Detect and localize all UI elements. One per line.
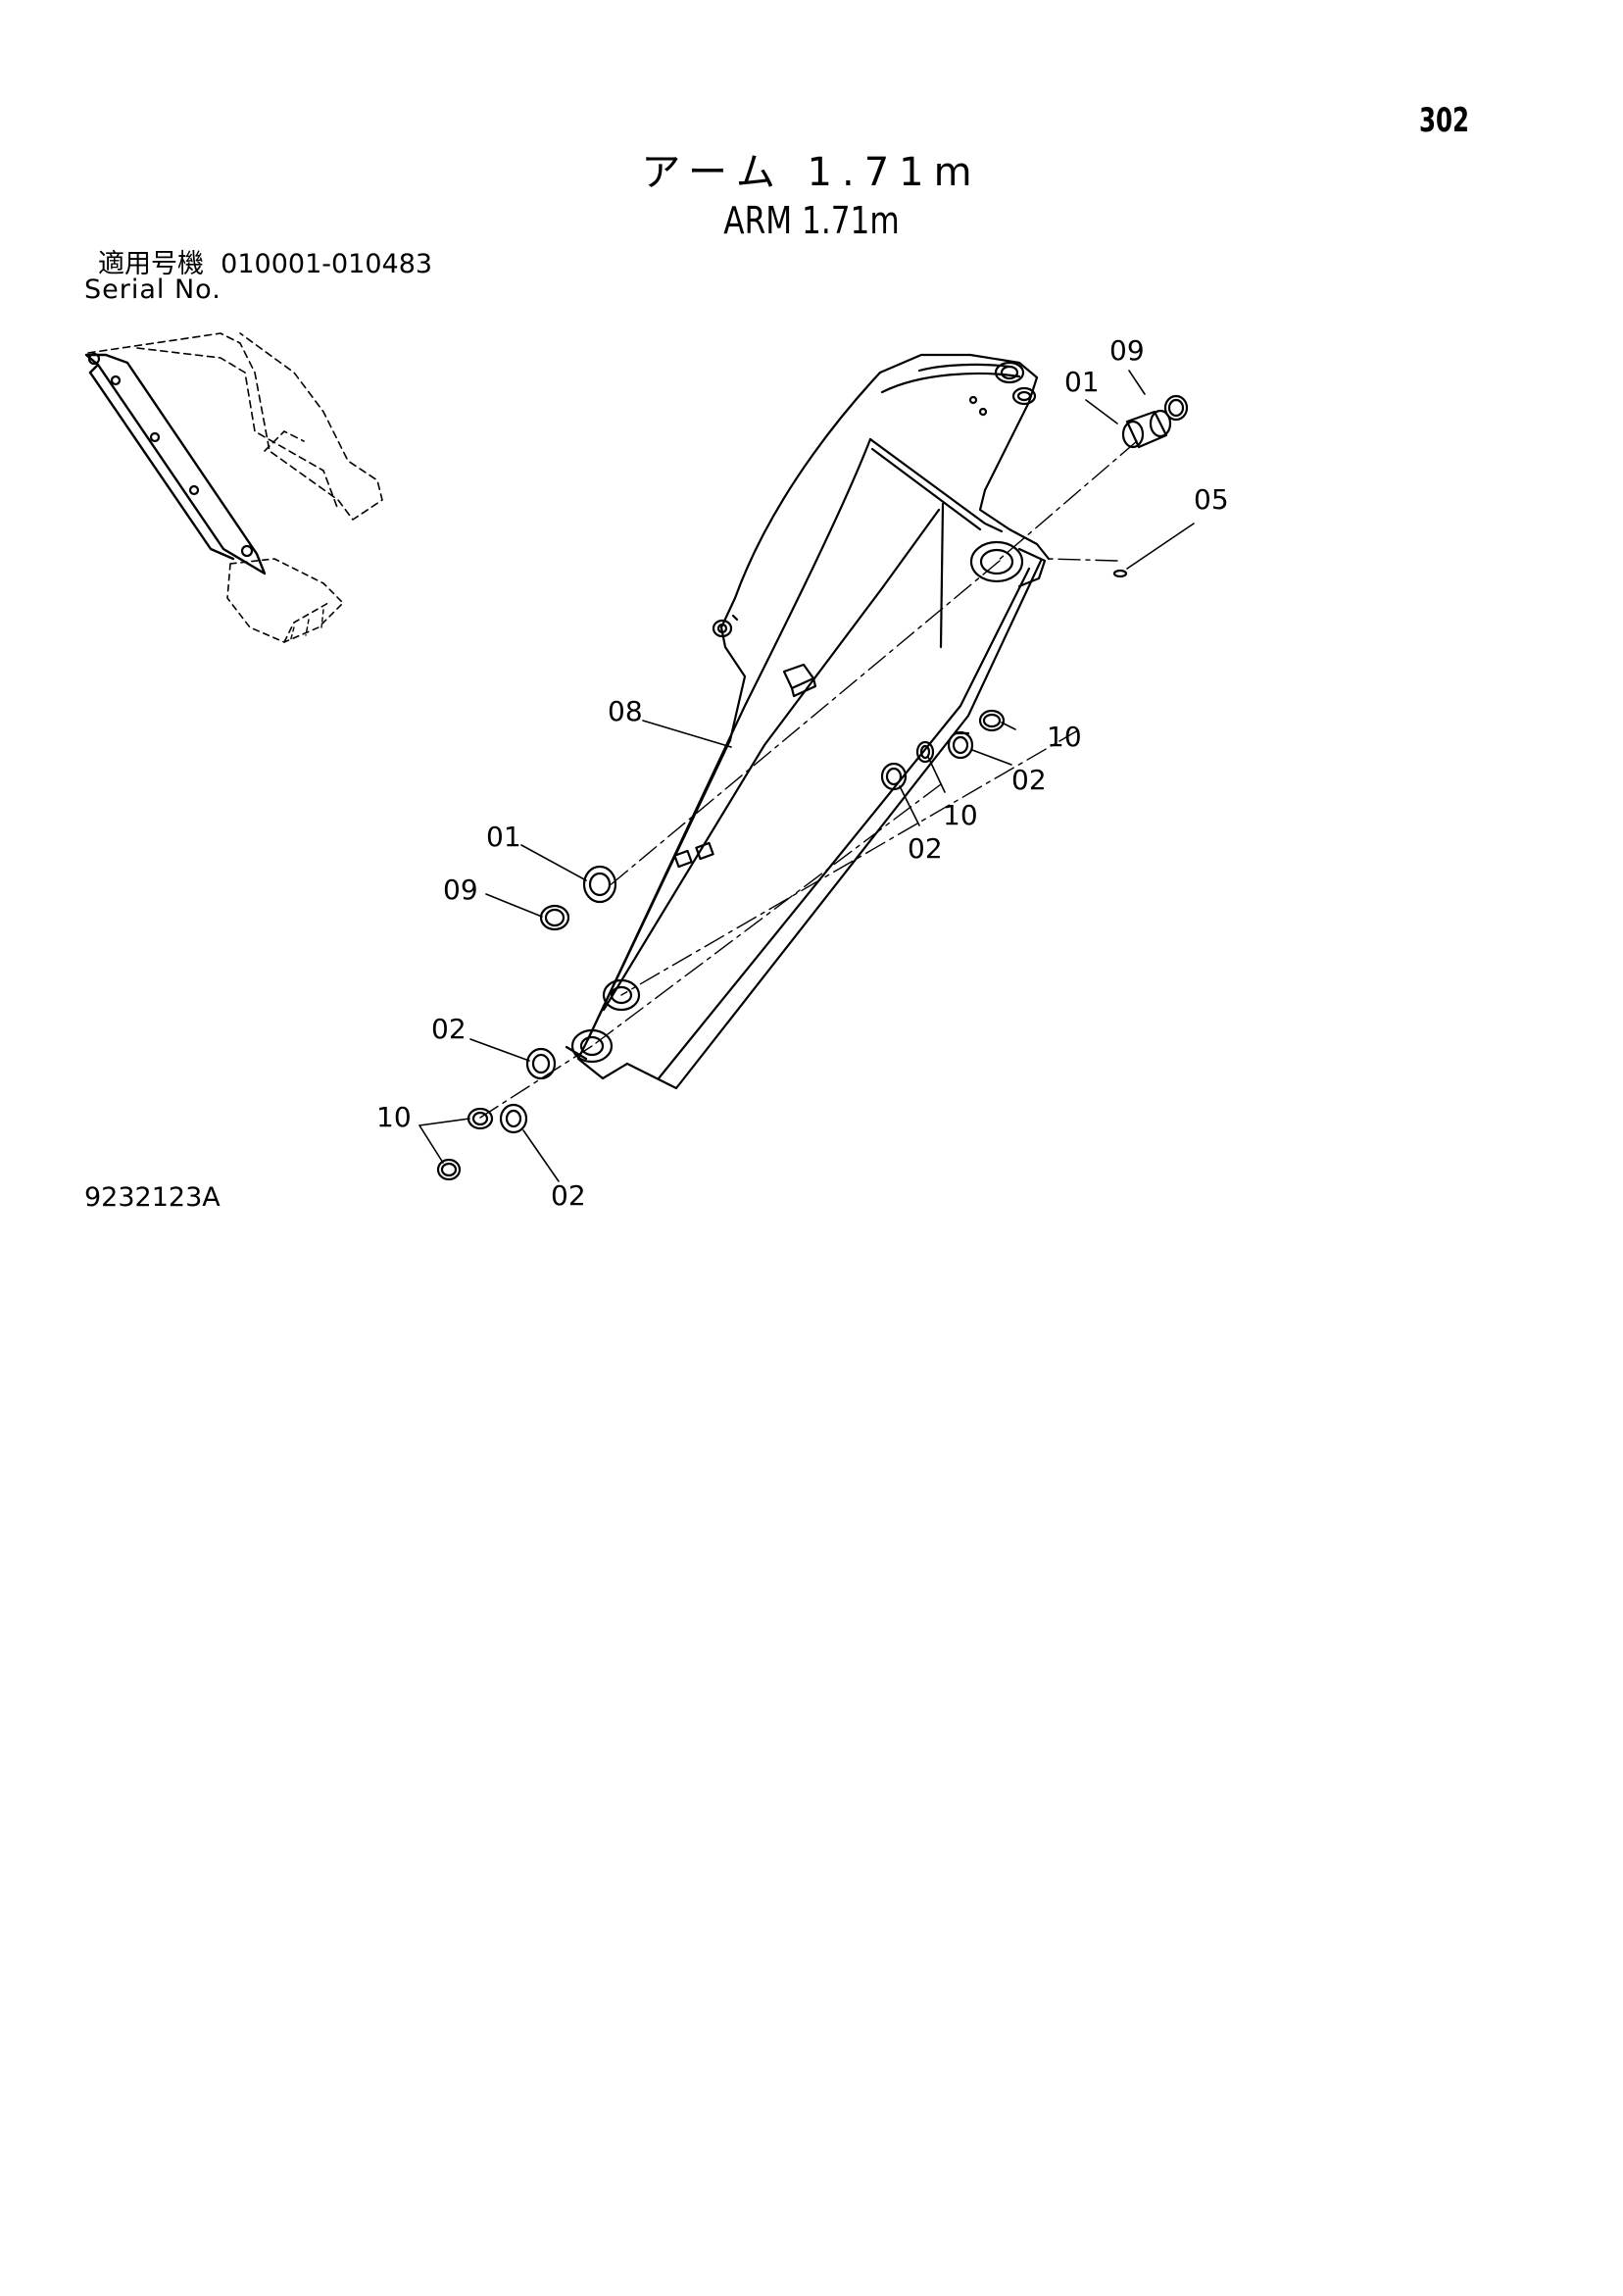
- callout-02-lower-b: 02: [551, 1179, 586, 1212]
- serial-label-english: Serial No.: [84, 275, 221, 305]
- callout-10-middle-right: 10: [943, 799, 978, 831]
- bushing-02-right-b: [880, 762, 908, 791]
- serial-line: 適用号機 010001-010483: [98, 251, 432, 277]
- bushing-02-lower-a: [525, 1047, 557, 1080]
- callout-02-right-b: 02: [908, 832, 943, 865]
- title-japanese: アーム 1.71m: [641, 150, 982, 195]
- callout-05: 05: [1194, 483, 1229, 516]
- overview-thumbnail: [84, 332, 383, 643]
- title-english: ARM 1.71m: [723, 199, 900, 242]
- upper-pin-bosses: [673, 361, 1047, 869]
- callout-09-upper: 09: [1109, 334, 1145, 367]
- serial-label-japanese: 適用号機: [98, 249, 204, 279]
- serial-range: 010001-010483: [221, 249, 433, 279]
- ring-10-lower-a: [467, 1107, 494, 1130]
- bushing-02-lower-b: [499, 1103, 528, 1134]
- ring-10-lower-b: [436, 1158, 462, 1181]
- callout-01-lower: 01: [486, 821, 521, 853]
- center-lines: [479, 440, 1138, 1119]
- callout-10-upper-right: 10: [1047, 721, 1082, 753]
- ring-09-upper: [1163, 394, 1189, 422]
- callout-09-lower: 09: [443, 873, 478, 906]
- drawing-number: 9232123A: [84, 1182, 221, 1213]
- ring-09-lower: [539, 904, 570, 931]
- ring-10-upper-right: [978, 709, 1006, 732]
- bushing-01-lower: [582, 865, 617, 904]
- callout-01-upper: 01: [1064, 366, 1100, 398]
- ring-10-middle-right: [915, 740, 935, 764]
- callout-10-lower: 10: [376, 1101, 412, 1133]
- arm-body: [565, 353, 1051, 1090]
- page-number: 302: [1419, 101, 1470, 140]
- bushing-01-upper: [1121, 409, 1172, 449]
- leader-lines: [418, 370, 1195, 1182]
- bushing-02-right-a: [947, 730, 974, 760]
- lower-pin-bosses: [570, 978, 641, 1064]
- callout-02-right-a: 02: [1011, 764, 1047, 796]
- callout-08: 08: [608, 695, 643, 727]
- pin-05: [1112, 569, 1128, 578]
- callout-02-lower-a: 02: [431, 1013, 467, 1045]
